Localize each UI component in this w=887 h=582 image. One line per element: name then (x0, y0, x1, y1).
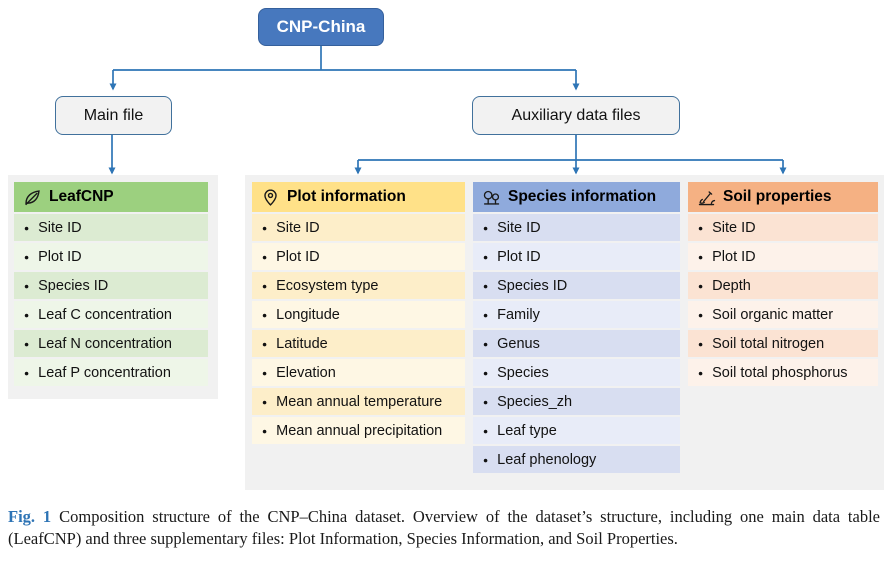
row-label: Leaf N concentration (38, 335, 172, 352)
soil-properties-table: Soil properties Site ID Plot ID Depth So… (688, 182, 878, 388)
figure-label: Fig. 1 (8, 507, 52, 526)
row-label: Site ID (497, 219, 541, 236)
soil-properties-title: Soil properties (723, 188, 832, 205)
row-label: Plot ID (276, 248, 320, 265)
leafcnp-title: LeafCNP (49, 188, 114, 205)
species-information-header: Species information (473, 182, 680, 212)
location-pin-icon (260, 187, 280, 207)
table-row: Site ID (688, 214, 878, 241)
row-label: Genus (497, 335, 540, 352)
row-label: Mean annual precipitation (276, 422, 443, 439)
table-row: Ecosystem type (252, 272, 465, 299)
row-label: Site ID (38, 219, 82, 236)
row-label: Soil total nitrogen (712, 335, 825, 352)
table-row: Plot ID (252, 243, 465, 270)
row-label: Longitude (276, 306, 340, 323)
table-row: Leaf C concentration (14, 301, 208, 328)
root-node-cnp-china: CNP-China (258, 8, 384, 46)
species-information-title: Species information (508, 188, 657, 205)
row-label: Soil total phosphorus (712, 364, 848, 381)
row-label: Species ID (38, 277, 109, 294)
table-row: Species ID (14, 272, 208, 299)
row-label: Leaf type (497, 422, 557, 439)
table-row: Plot ID (473, 243, 680, 270)
plot-information-title: Plot information (287, 188, 406, 205)
row-label: Plot ID (497, 248, 541, 265)
row-label: Leaf P concentration (38, 364, 171, 381)
table-row: Plot ID (14, 243, 208, 270)
table-row: Soil organic matter (688, 301, 878, 328)
row-label: Plot ID (38, 248, 82, 265)
main-file-node: Main file (55, 96, 172, 135)
row-label: Species ID (497, 277, 568, 294)
row-label: Species (497, 364, 549, 381)
soil-properties-header: Soil properties (688, 182, 878, 212)
table-row: Genus (473, 330, 680, 357)
table-row: Plot ID (688, 243, 878, 270)
table-row: Species ID (473, 272, 680, 299)
row-label: Family (497, 306, 540, 323)
table-row: Mean annual temperature (252, 388, 465, 415)
figure-caption-text: Composition structure of the CNP–China d… (8, 507, 880, 548)
row-label: Depth (712, 277, 751, 294)
leafcnp-table: LeafCNP Site ID Plot ID Species ID Leaf … (14, 182, 208, 388)
trees-icon (481, 187, 501, 207)
table-row: Site ID (252, 214, 465, 241)
table-row: Latitude (252, 330, 465, 357)
auxiliary-data-files-node: Auxiliary data files (472, 96, 680, 135)
connector-arrows (108, 46, 787, 175)
table-row: Mean annual precipitation (252, 417, 465, 444)
table-row: Leaf N concentration (14, 330, 208, 357)
table-row: Species_zh (473, 388, 680, 415)
table-row: Family (473, 301, 680, 328)
row-label: Site ID (712, 219, 756, 236)
row-label: Latitude (276, 335, 328, 352)
plot-information-table: Plot information Site ID Plot ID Ecosyst… (252, 182, 465, 446)
plot-information-header: Plot information (252, 182, 465, 212)
table-row: Site ID (14, 214, 208, 241)
leafcnp-header: LeafCNP (14, 182, 208, 212)
table-row: Leaf phenology (473, 446, 680, 473)
table-row: Leaf P concentration (14, 359, 208, 386)
row-label: Soil organic matter (712, 306, 834, 323)
row-label: Leaf C concentration (38, 306, 172, 323)
row-label: Plot ID (712, 248, 756, 265)
row-label: Site ID (276, 219, 320, 236)
table-row: Soil total phosphorus (688, 359, 878, 386)
table-row: Elevation (252, 359, 465, 386)
row-label: Leaf phenology (497, 451, 597, 468)
table-row: Depth (688, 272, 878, 299)
table-row: Soil total nitrogen (688, 330, 878, 357)
row-label: Mean annual temperature (276, 393, 443, 410)
row-label: Species_zh (497, 393, 573, 410)
leaf-icon (22, 187, 42, 207)
table-row: Leaf type (473, 417, 680, 444)
row-label: Elevation (276, 364, 336, 381)
table-row: Species (473, 359, 680, 386)
row-label: Ecosystem type (276, 277, 379, 294)
table-row: Longitude (252, 301, 465, 328)
soil-shovel-icon (696, 187, 716, 207)
species-information-table: Species information Site ID Plot ID Spec… (473, 182, 680, 475)
table-row: Site ID (473, 214, 680, 241)
